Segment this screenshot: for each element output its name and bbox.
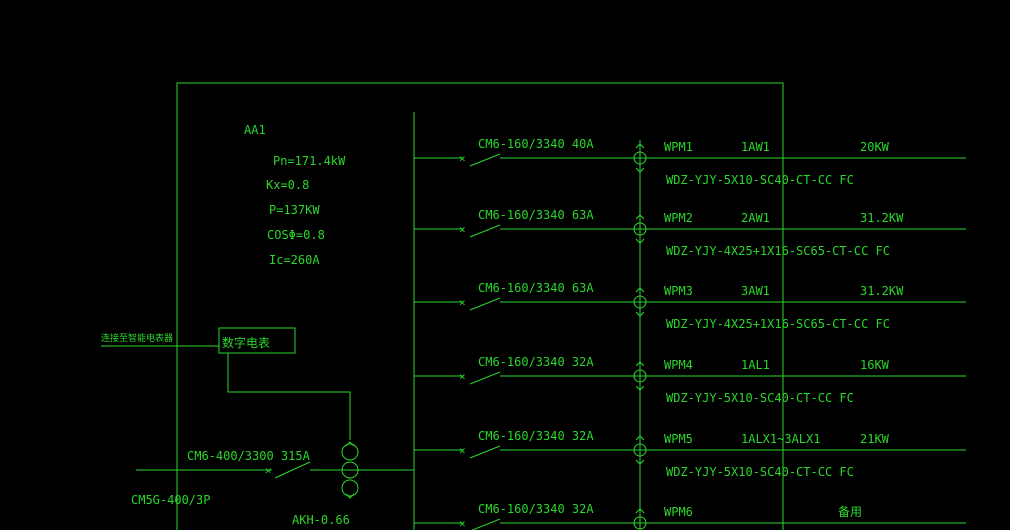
circuit-breaker-blade (469, 297, 501, 311)
circuit-breaker-blade (471, 518, 501, 530)
param-p: P=137KW (269, 203, 320, 217)
circuit-ct-arrows (635, 508, 645, 514)
incoming-switch-label: CM5G-400/3P (131, 493, 210, 507)
circuit-id: WPM5 (664, 432, 693, 446)
circuit-ct-arrows (635, 214, 645, 244)
circuit-ct-symbol (633, 151, 647, 165)
circuit-power: 31.2KW (860, 284, 904, 298)
circuit-target: 1ALX1~3ALX1 (741, 432, 820, 446)
circuit-cable-spec: WDZ-YJY-4X25+1X16-SC65-CT-CC FC (666, 244, 890, 258)
circuit-id: WPM3 (664, 284, 693, 298)
circuit-ct-symbol (633, 369, 647, 383)
circuit-power: 21KW (860, 432, 890, 446)
circuit-breaker-label: CM6-160/3340 32A (478, 502, 594, 516)
circuit-target: 1AL1 (741, 358, 770, 372)
circuit-power: 31.2KW (860, 211, 904, 225)
param-cos: COSΦ=0.8 (267, 228, 325, 242)
circuit-breaker-blade (469, 371, 501, 385)
circuit-id: WPM6 (664, 505, 693, 519)
circuit-breaker-label: CM6-160/3340 40A (478, 137, 594, 151)
param-kx: Kx=0.8 (266, 178, 309, 192)
digital-meter-label: 数字电表 (222, 335, 270, 350)
circuit-breaker-cross: × (459, 296, 466, 309)
param-ic: Ic=260A (269, 253, 320, 267)
incoming-breaker-label: CM6-400/3300 315A (187, 449, 311, 463)
meter-connection-label: 连接至智能电表器 (101, 332, 173, 344)
digital-meter-box (218, 327, 296, 354)
circuit-id: WPM2 (664, 211, 693, 225)
incoming-ct-label: AKH-0.66 (292, 513, 350, 527)
circuit-breaker-cross: × (459, 152, 466, 165)
circuit-target: 1AW1 (741, 140, 770, 154)
meter-ct-wire (227, 353, 351, 440)
circuit-target: 2AW1 (741, 211, 770, 225)
circuit-cable-spec: WDZ-YJY-5X10-SC40-CT-CC FC (666, 173, 854, 187)
incoming-ct-symbol (341, 441, 359, 499)
incoming-breaker-blade (274, 461, 311, 479)
circuit-ct-symbol (633, 443, 647, 457)
circuit-power: 20KW (860, 140, 890, 154)
circuit-cable-spec: WDZ-YJY-5X10-SC40-CT-CC FC (666, 391, 854, 405)
param-pn: Pn=171.4kW (273, 154, 346, 168)
circuit-breaker-cross: × (459, 444, 466, 457)
circuit-breaker-label: CM6-160/3340 32A (478, 429, 594, 443)
circuit-breaker-blade (469, 445, 501, 459)
circuit-id: WPM4 (664, 358, 693, 372)
circuit-breaker-label: CM6-160/3340 63A (478, 281, 594, 295)
incoming-breaker-cross: × (265, 464, 272, 477)
circuit-cable-spec: WDZ-YJY-5X10-SC40-CT-CC FC (666, 465, 854, 479)
circuit-ct-arrows (635, 435, 645, 465)
circuit-breaker-label: CM6-160/3340 32A (478, 355, 594, 369)
circuit-breaker-label: CM6-160/3340 63A (478, 208, 594, 222)
circuit-ct-symbol (633, 295, 647, 309)
circuit-ct-arrows (635, 287, 645, 317)
circuit-breaker-cross: × (459, 517, 466, 530)
circuit-breaker-cross: × (459, 223, 466, 236)
outgoing-circuits: × CM6-160/3340 40A WPM1 1AW1 20KW WDZ-YJY-5X1… (414, 137, 966, 530)
circuit-ct-arrows (635, 361, 645, 391)
circuit-target: 3AW1 (741, 284, 770, 298)
circuit-breaker-cross: × (459, 370, 466, 383)
circuit-ct-arrows (635, 143, 645, 173)
circuit-breaker-blade (469, 153, 501, 167)
circuit-cable-spec: WDZ-YJY-4X25+1X16-SC65-CT-CC FC (666, 317, 890, 331)
circuit-ct-symbol (633, 222, 647, 236)
circuit-breaker-blade (469, 224, 501, 238)
circuit-ct-symbol (633, 516, 647, 530)
circuit-id: WPM1 (664, 140, 693, 154)
circuit-power: 16KW (860, 358, 890, 372)
panel-outline (176, 82, 784, 530)
circuit-power: 备用 (838, 505, 862, 519)
panel-name: AA1 (244, 123, 266, 137)
